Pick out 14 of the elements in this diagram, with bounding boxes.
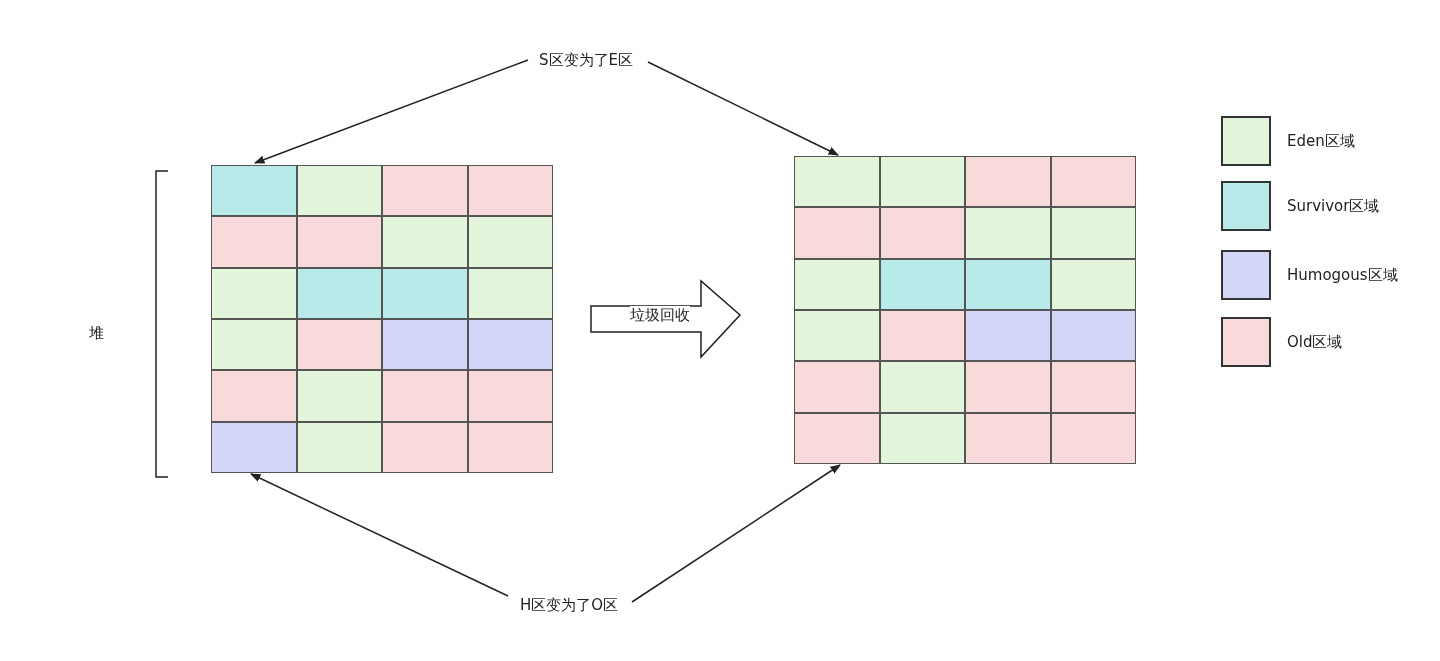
arrow — [631, 464, 841, 603]
edge-label: 垃圾回收 — [630, 306, 690, 324]
region-grid-drawing — [211, 165, 553, 473]
legend-text: Survivor区域 — [1287, 197, 1380, 216]
annotation-text: H区变为了O区 — [512, 593, 626, 617]
legend-text: Humogous区域 — [1287, 266, 1398, 285]
arrow — [647, 61, 839, 156]
arrow — [254, 59, 529, 164]
region-grid-drawing — [794, 156, 1136, 464]
heap-label: 堆 — [89, 324, 104, 343]
legend-text: Old区域 — [1287, 333, 1343, 352]
legend-text: Eden区域 — [1287, 132, 1355, 151]
annotation-text: S区变为了E区 — [530, 48, 642, 72]
arrow — [250, 473, 509, 597]
